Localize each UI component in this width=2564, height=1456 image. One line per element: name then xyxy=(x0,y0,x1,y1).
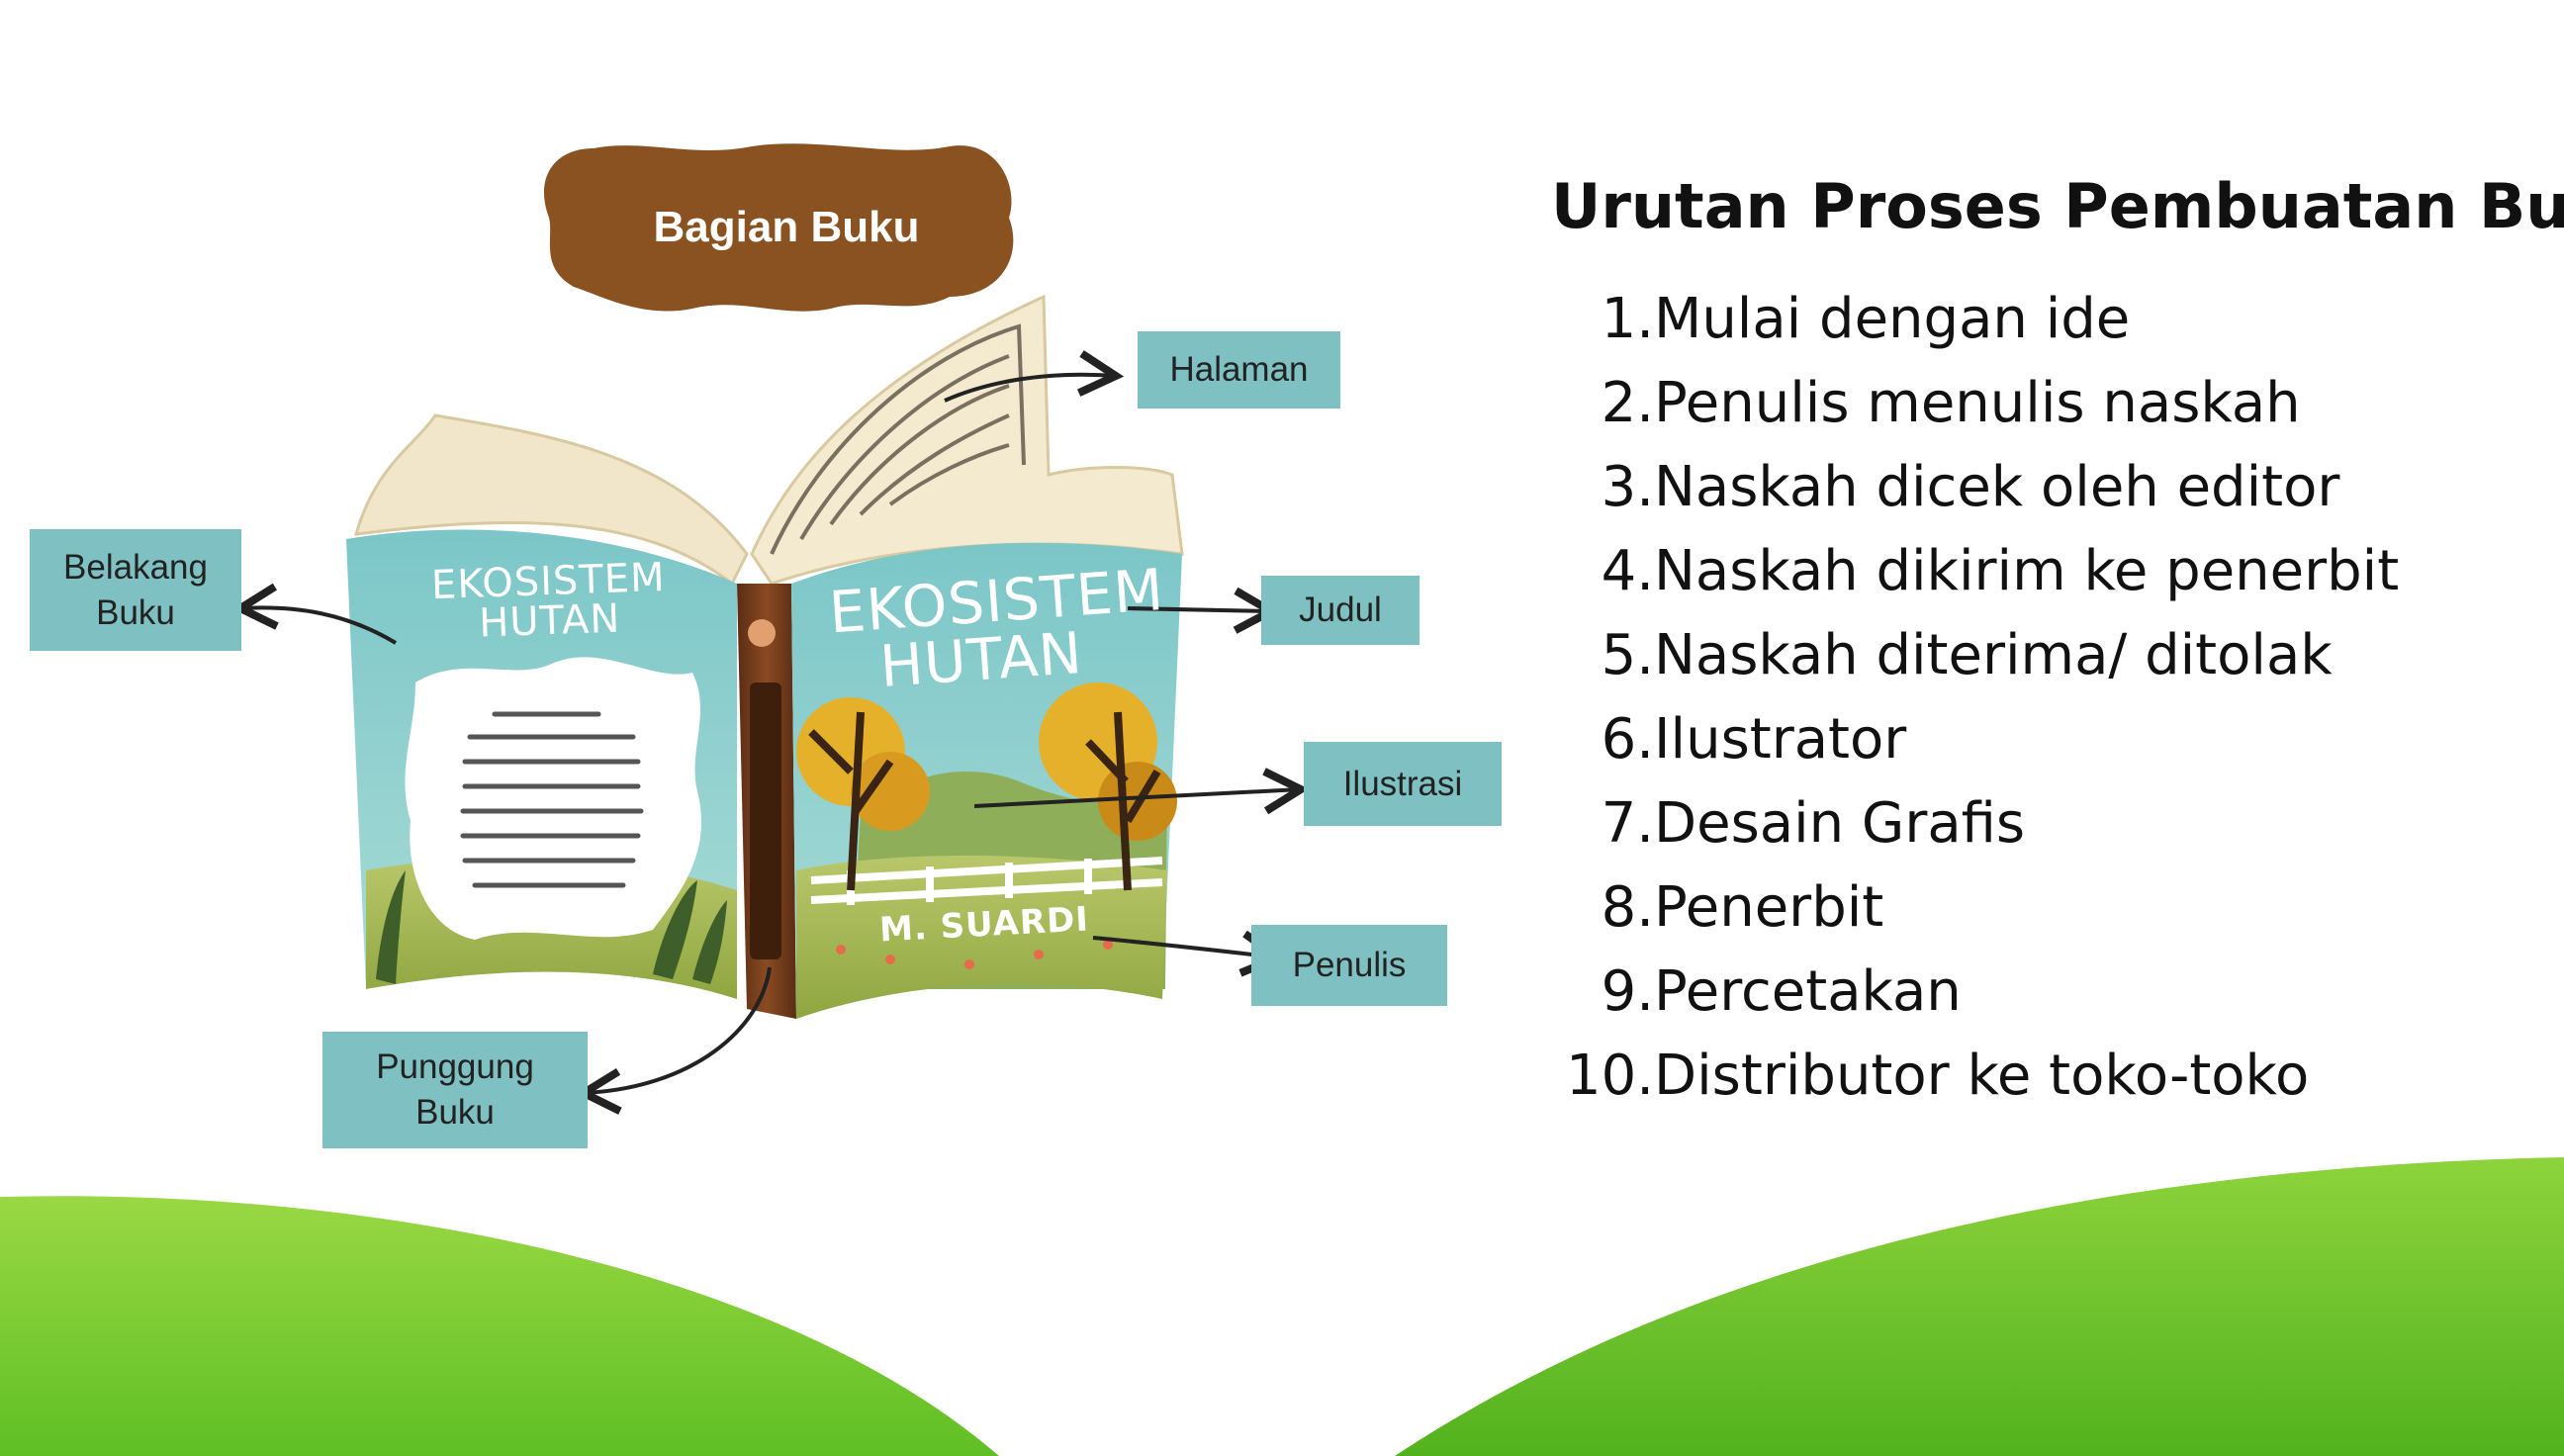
step-number: 4. xyxy=(1601,539,1654,603)
arrow-belakang xyxy=(240,607,398,645)
label-ilustrasi: Ilustrasi xyxy=(1304,742,1502,826)
back-cover-title: EKOSISTEM HUTAN xyxy=(424,555,675,647)
label-belakang-line1: Belakang xyxy=(63,547,208,587)
list-item: 1. Mulai dengan ide xyxy=(1543,277,2399,361)
title-cloud xyxy=(544,143,1014,312)
arrow-punggung xyxy=(584,966,772,1093)
label-judul: Judul xyxy=(1261,576,1419,645)
diagram-title: Bagian Buku xyxy=(653,203,920,251)
step-text: Penulis menulis naskah xyxy=(1654,371,2301,435)
list-item: 9. Percetakan xyxy=(1543,950,2399,1034)
trees xyxy=(796,682,1177,891)
step-number: 7. xyxy=(1601,791,1654,856)
step-text: Naskah dicek oleh editor xyxy=(1654,455,2340,519)
grass-hills xyxy=(0,1157,2564,1456)
pointer-arrows xyxy=(240,375,1301,1093)
step-number: 10. xyxy=(1565,1044,1654,1108)
step-number: 5. xyxy=(1601,623,1654,687)
step-text: Distributor ke toko-toko xyxy=(1654,1044,2310,1108)
back-cover xyxy=(346,529,737,999)
arrow-judul xyxy=(1127,608,1271,611)
text-lines xyxy=(460,711,644,888)
step-number: 6. xyxy=(1601,707,1654,772)
list-item: 8. Penerbit xyxy=(1543,865,2399,950)
arrow-ilustrasi xyxy=(973,789,1301,806)
list-item: 5. Naskah diterima/ ditolak xyxy=(1543,613,2399,697)
label-belakang-line2: Buku xyxy=(96,592,175,632)
label-belakang-buku: Belakang Buku xyxy=(30,529,241,651)
step-number: 1. xyxy=(1601,287,1654,351)
step-number: 2. xyxy=(1601,371,1654,435)
label-penulis: Penulis xyxy=(1251,925,1447,1006)
list-item: 7. Desain Grafis xyxy=(1543,781,2399,865)
step-text: Naskah diterima/ ditolak xyxy=(1654,623,2333,687)
step-text: Percetakan xyxy=(1654,959,1962,1024)
list-item: 3. Naskah dicek oleh editor xyxy=(1543,445,2399,529)
step-text: Naskah dikirim ke penerbit xyxy=(1654,539,2400,603)
step-text: Ilustrator xyxy=(1654,707,1907,772)
back-plants xyxy=(376,870,727,984)
label-punggung-line2: Buku xyxy=(415,1093,495,1132)
step-text: Mulai dengan ide xyxy=(1654,287,2131,351)
book-pages xyxy=(353,294,1184,587)
list-item: 2. Penulis menulis naskah xyxy=(1543,361,2399,445)
step-number: 8. xyxy=(1601,875,1654,940)
step-text: Penerbit xyxy=(1654,875,1884,940)
list-item: 6. Ilustrator xyxy=(1543,697,2399,781)
process-heading: Urutan Proses Pembuatan Buku xyxy=(1551,170,2564,242)
label-punggung-line1: Punggung xyxy=(376,1047,534,1086)
step-number: 9. xyxy=(1601,959,1654,1024)
label-punggung-buku: Punggung Buku xyxy=(322,1032,588,1148)
step-text: Desain Grafis xyxy=(1654,791,2026,856)
label-halaman: Halaman xyxy=(1138,331,1340,409)
book-spine xyxy=(737,584,796,1019)
front-cover xyxy=(791,542,1182,1019)
flowers xyxy=(836,940,1113,969)
process-steps-list: 1. Mulai dengan ide 2. Penulis menulis n… xyxy=(1543,277,2399,1118)
front-cover-title: EKOSISTEM HUTAN xyxy=(827,556,1166,700)
list-item: 10. Distributor ke toko-toko xyxy=(1543,1034,2399,1118)
arrow-halaman xyxy=(944,375,1116,403)
list-item: 4. Naskah dikirim ke penerbit xyxy=(1543,529,2400,613)
step-number: 3. xyxy=(1601,455,1654,519)
